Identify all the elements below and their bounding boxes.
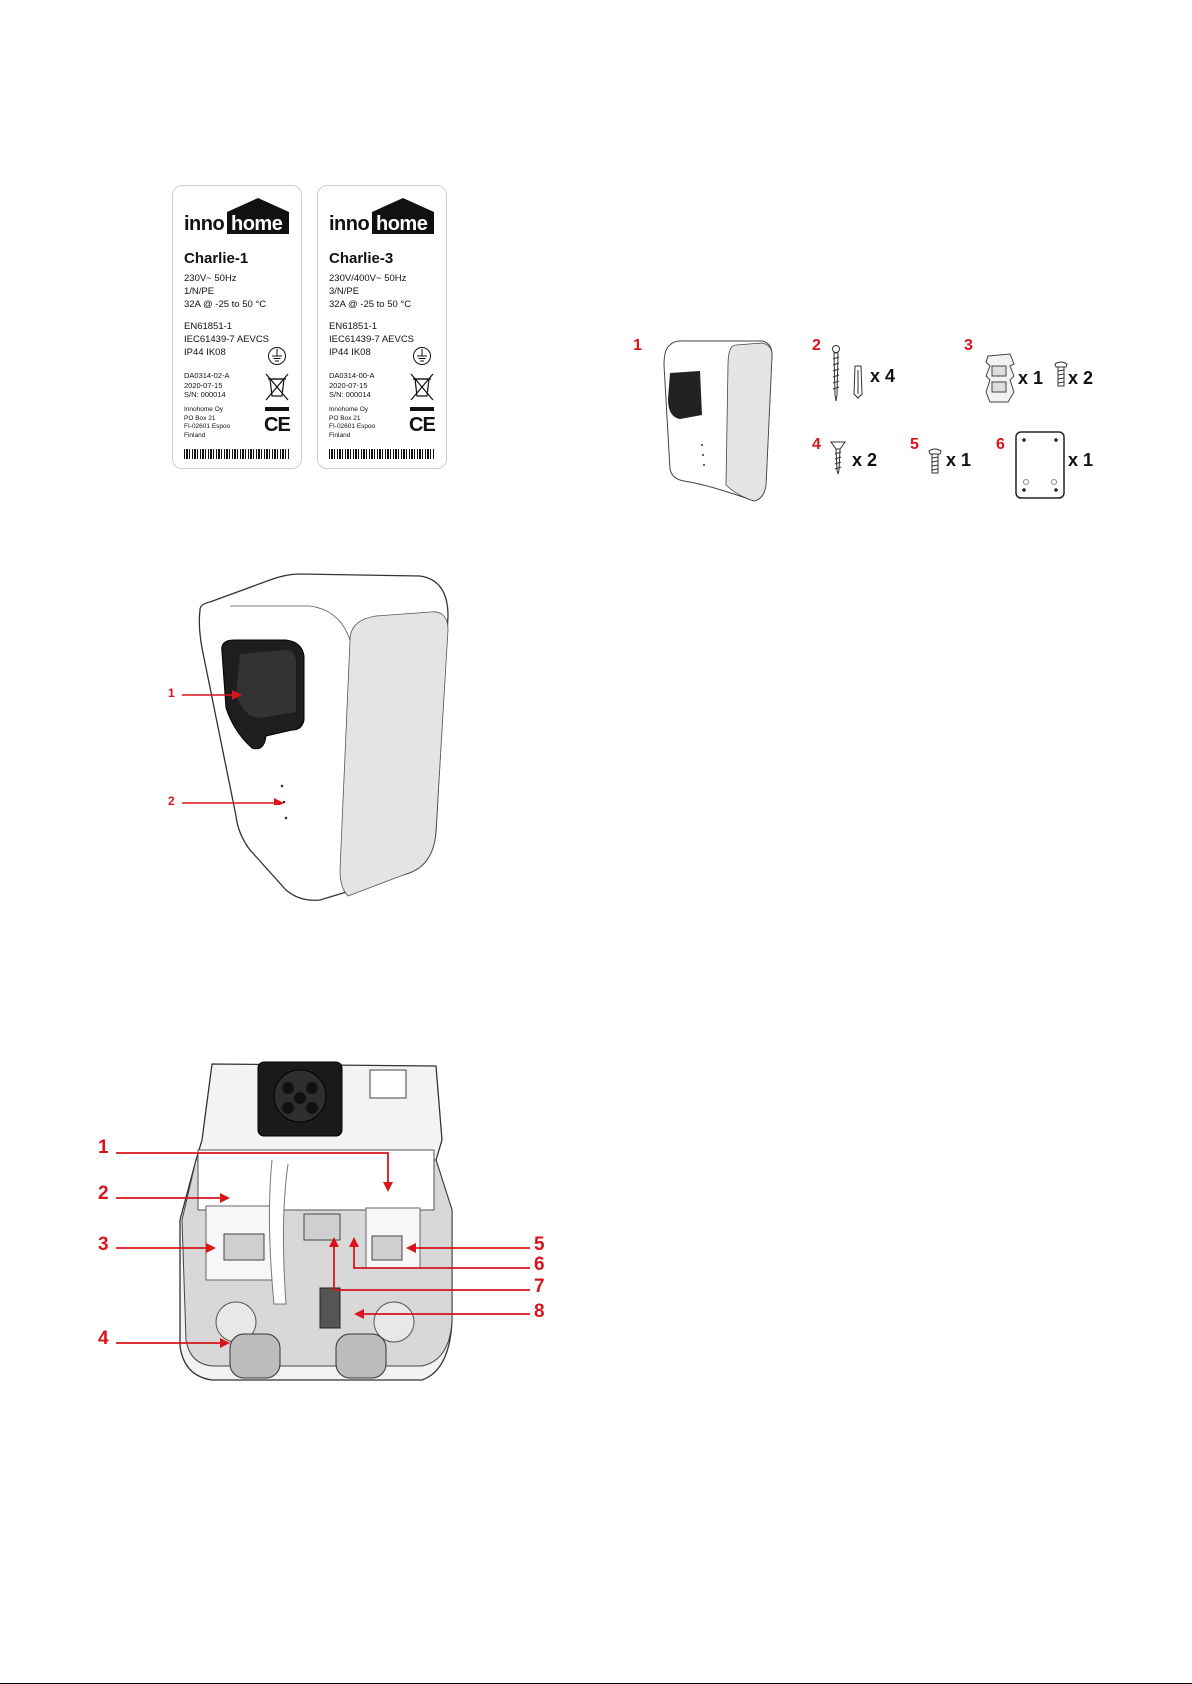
callout-number: 5 [534,1234,545,1255]
countersunk-screw-icon [830,441,846,475]
item-number: 3 [964,337,973,354]
callout-number: 3 [98,1234,109,1255]
callout-number: 7 [534,1276,545,1297]
weee-bin-icon [265,373,289,401]
barcode [329,449,435,459]
callout-number: 8 [534,1301,545,1322]
item-number: 2 [812,337,821,354]
innohome-logo: inno home [183,198,291,235]
callout-number: 1 [168,686,175,700]
quantity-label: x 1 [946,450,972,470]
ce-mark: CE [264,414,291,436]
ground-symbol-icon [413,347,431,365]
item-number: 4 [812,436,821,453]
weee-bar [265,407,289,411]
small-screw-icon [928,448,942,474]
item-number: 5 [910,436,919,453]
quantity-label: x 4 [870,366,896,386]
model-name: Charlie-3 [329,250,394,267]
callout-number: 2 [168,794,175,808]
wall-plug-icon [853,365,863,399]
barcode [184,449,290,459]
mounting-bracket-icon [985,353,1015,403]
charger-small-illustration [663,340,773,502]
callout-number: 4 [98,1328,109,1349]
quantity-label: x 1 [1068,450,1094,470]
weee-bar [410,407,434,411]
ce-mark: CE [409,414,436,436]
item-number: 1 [633,337,642,354]
ground-symbol-icon [268,347,286,365]
charger-front-illustration [198,573,449,901]
house-logo-icon [227,198,289,234]
front-callout-arrows [182,690,284,805]
weee-bin-icon [410,373,434,401]
quantity-label: x 1 [1018,368,1044,388]
callout-number: 1 [98,1137,109,1158]
innohome-logo: inno home [328,198,436,235]
item-number: 6 [996,436,1005,453]
house-logo-icon [372,198,434,234]
machine-screw-icon [1054,361,1068,387]
charger-interior-illustration [179,1061,453,1381]
quantity-label: x 2 [852,450,878,470]
mounting-plate-icon [1015,431,1065,499]
callout-number: 2 [98,1183,109,1204]
wood-screw-icon [832,345,840,402]
callout-number: 6 [534,1254,545,1275]
model-name: Charlie-1 [184,250,249,267]
quantity-label: x 2 [1068,368,1094,388]
